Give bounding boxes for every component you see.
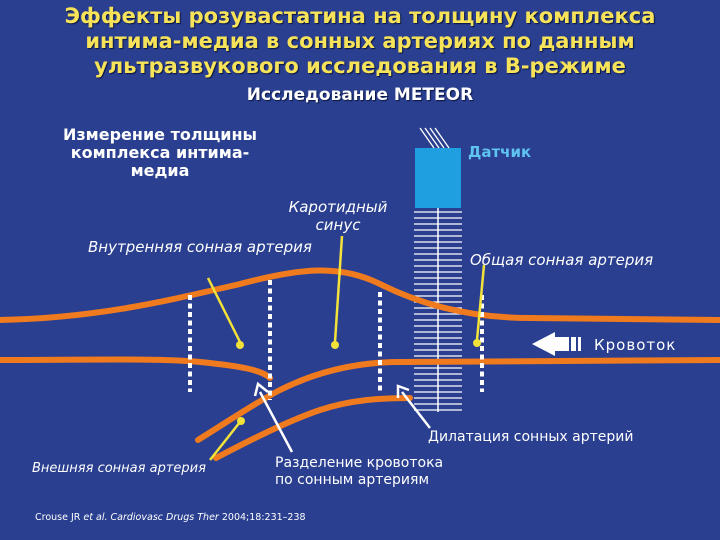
sensor-label: Датчик bbox=[468, 143, 532, 161]
title-line-3: ультразвукового исследования в В-режиме bbox=[94, 54, 626, 78]
white-pointer-arrows bbox=[253, 381, 431, 453]
blood-flow-label: Кровоток bbox=[594, 336, 677, 354]
dilatation-label: Дилатация сонных артерий bbox=[428, 429, 634, 445]
bifurcation-line-2: по сонным артериям bbox=[275, 472, 430, 488]
study-name: Исследование METEOR bbox=[246, 85, 474, 105]
measurement-label-line-1: Измерение толщины bbox=[62, 125, 257, 144]
blood-flow-arrow-icon bbox=[532, 332, 581, 356]
measurement-label-line-2: комплекса интима- bbox=[70, 143, 250, 162]
measurement-dashes bbox=[188, 280, 484, 400]
measurement-label-line-3: медиа bbox=[130, 161, 190, 180]
bifurcation-label: Разделение кровотока по сонным артериям bbox=[275, 455, 443, 489]
carotid-sinus-line-1: Каротидный bbox=[288, 198, 388, 216]
citation: Crouse JR et al. Cardiovasc Drugs Ther 2… bbox=[35, 512, 306, 523]
title-line-1: Эффекты розувастатина на толщину комплек… bbox=[64, 4, 656, 28]
citation-authors: Crouse JR bbox=[35, 512, 81, 523]
bifurcation-line-1: Разделение кровотока bbox=[275, 455, 444, 471]
internal-artery-label: Внутренняя сонная артерия bbox=[88, 238, 312, 256]
carotid-sinus-line-2: синус bbox=[315, 216, 361, 234]
citation-journal: Cardiovasc Drugs Ther bbox=[110, 512, 219, 523]
measurement-label: Измерение толщины комплекса интима- меди… bbox=[30, 126, 290, 180]
title-line-2: интима-медиа в сонных артериях по данным bbox=[85, 29, 635, 53]
external-artery-label: Внешняя сонная артерия bbox=[32, 461, 206, 476]
citation-etal: et al. bbox=[83, 512, 108, 523]
pointer-dots bbox=[236, 339, 481, 425]
internal-artery-lower-wall bbox=[0, 356, 273, 381]
citation-ref: 2004;18:231–238 bbox=[221, 512, 306, 523]
slide-title: Эффекты розувастатина на толщину комплек… bbox=[0, 4, 720, 79]
external-artery-lower-wall bbox=[213, 395, 413, 461]
pointer-lines bbox=[206, 235, 486, 461]
carotid-sinus-label: Каротидный синус bbox=[278, 198, 398, 234]
transducer-cable bbox=[419, 127, 450, 149]
external-artery-upper-wall bbox=[195, 357, 720, 443]
transducer-probe bbox=[415, 148, 461, 208]
common-artery-label: Общая сонная артерия bbox=[470, 251, 654, 269]
upper-artery-wall bbox=[0, 267, 720, 323]
